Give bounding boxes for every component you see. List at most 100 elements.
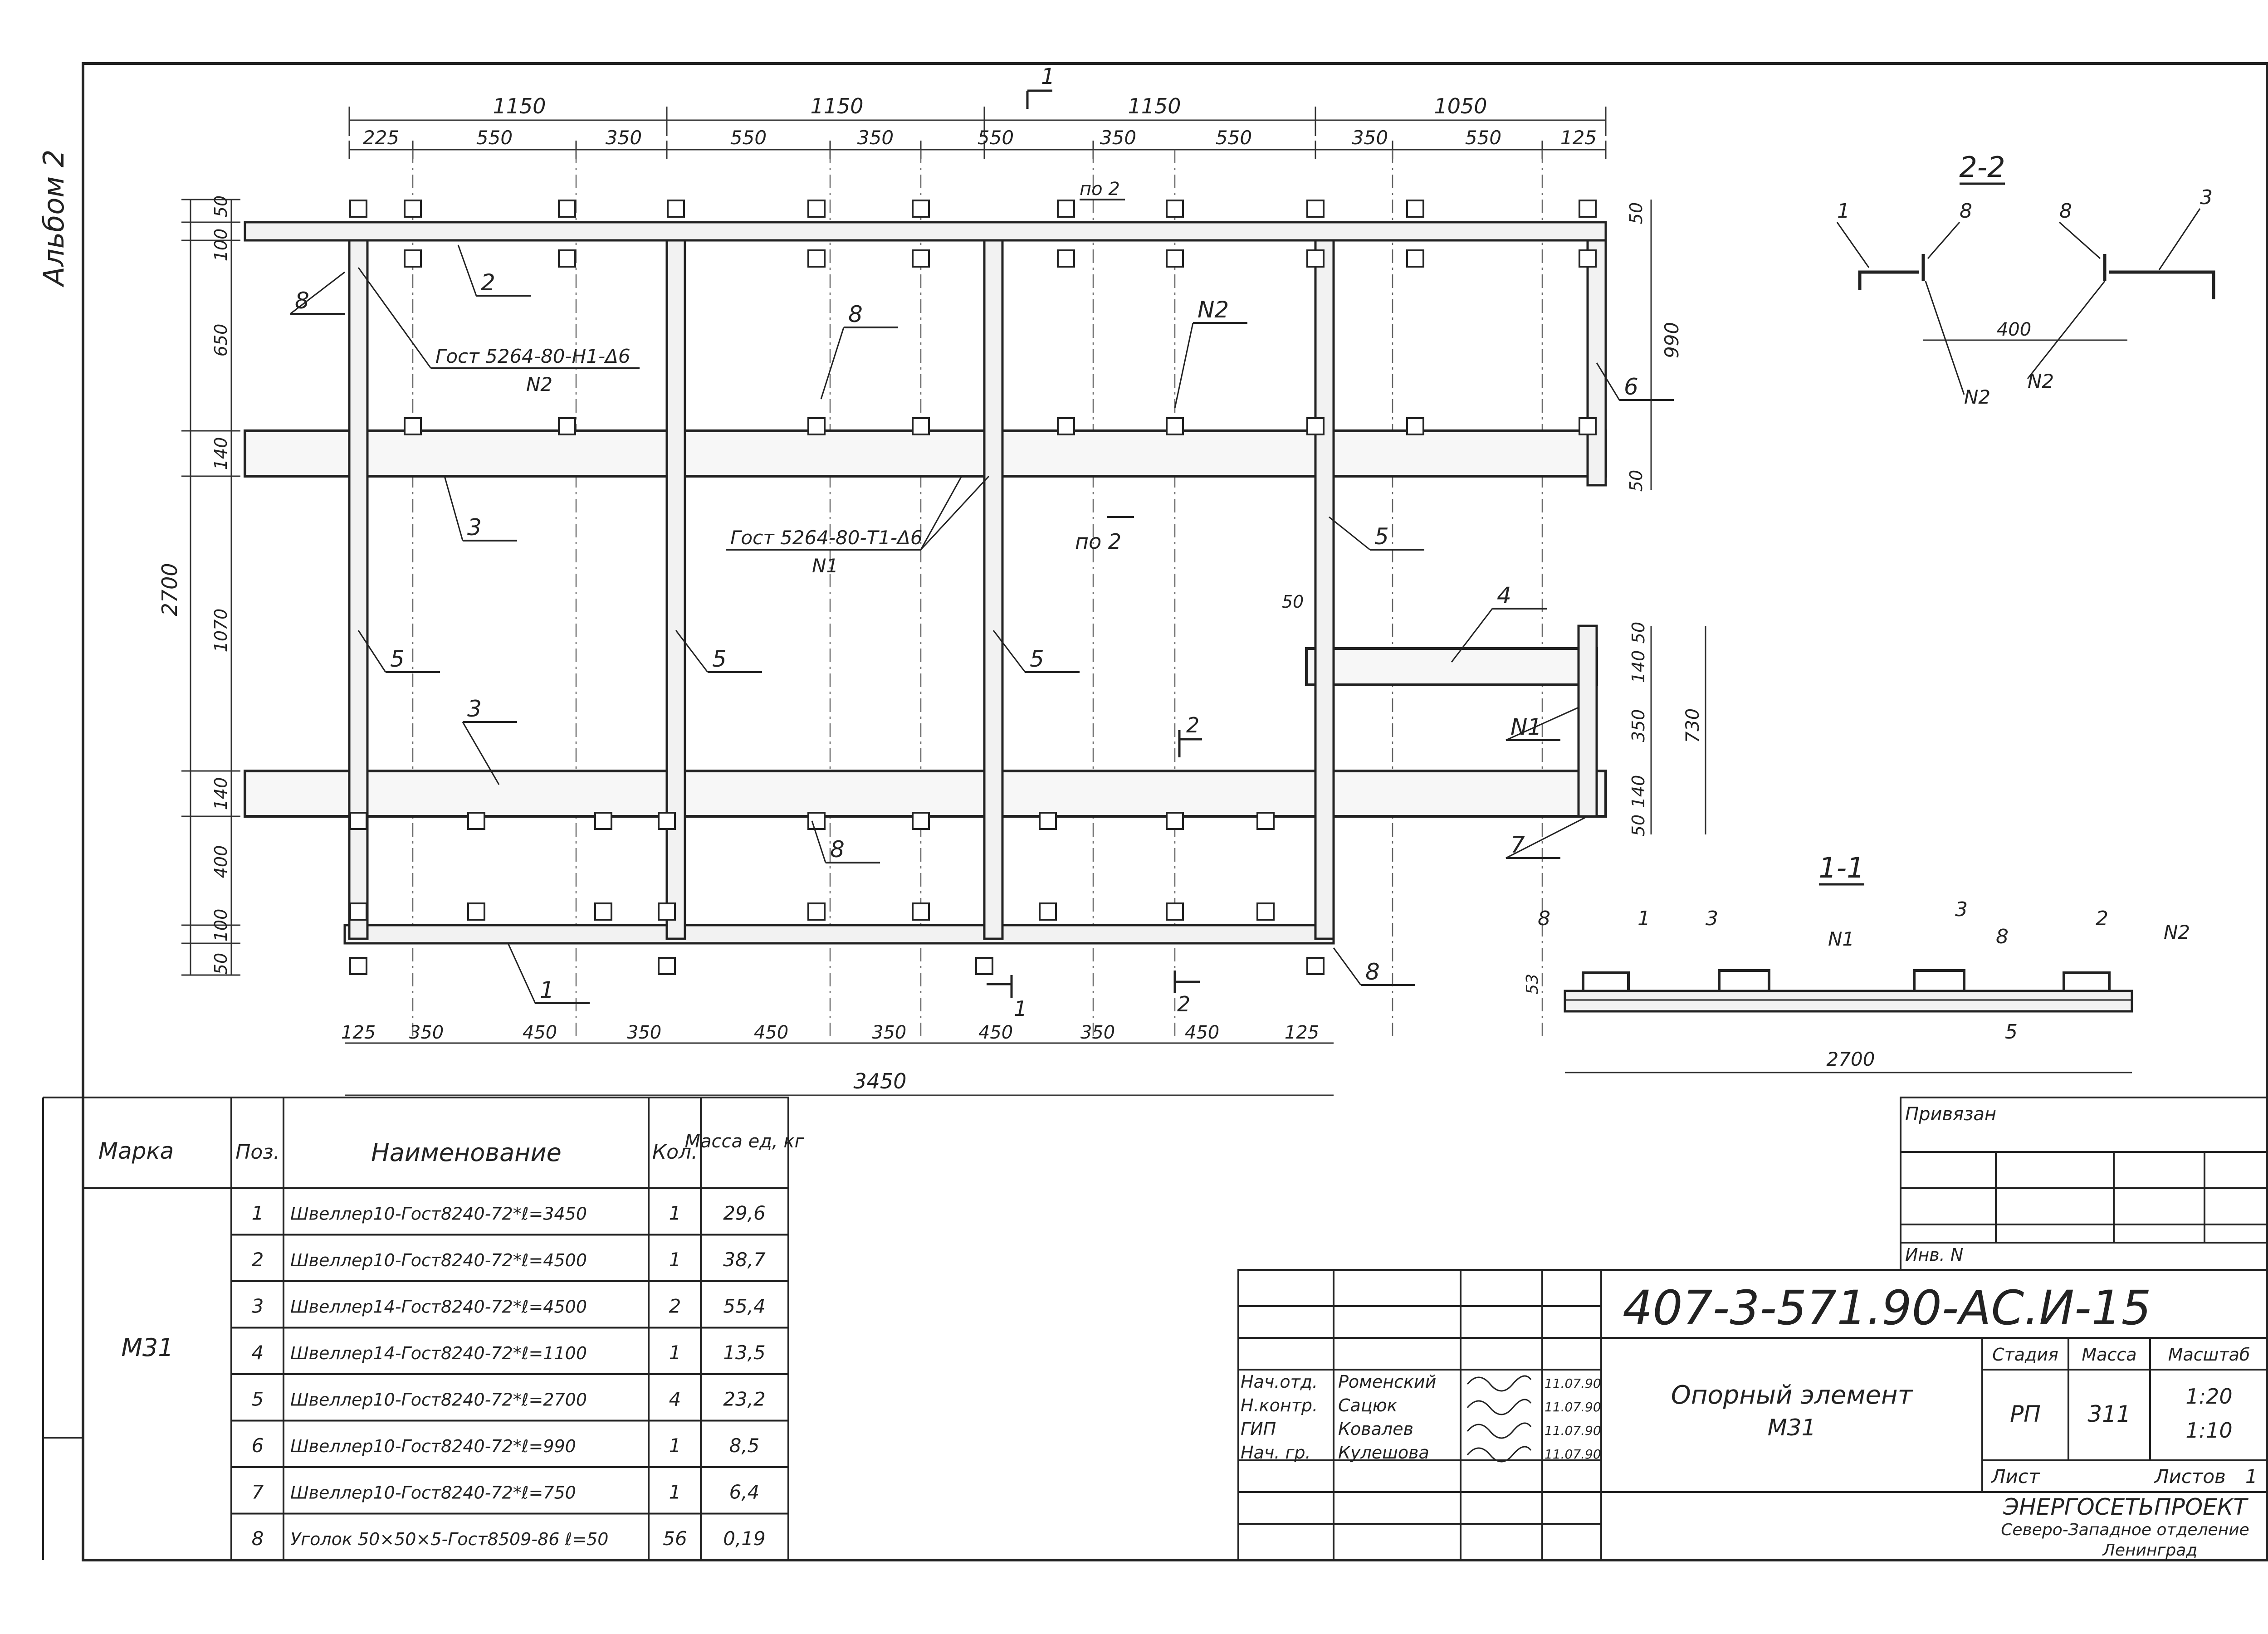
callout-p4-leader bbox=[1451, 608, 1493, 663]
spec-row-qty: 1 bbox=[669, 1434, 681, 1457]
angle-pos8-31 bbox=[467, 812, 485, 830]
scale-value-2: 1:10 bbox=[2185, 1418, 2232, 1443]
angle-pos8-6 bbox=[1057, 200, 1075, 218]
section-22-label-3: 3 bbox=[2200, 186, 2213, 209]
angle-pos8-13 bbox=[558, 249, 576, 268]
callout-n1a-leader bbox=[1505, 707, 1579, 741]
section-1-label-top: 1 bbox=[1041, 64, 1055, 89]
channel-pos3-top bbox=[244, 429, 1607, 478]
angle-pos8-42 bbox=[1039, 902, 1057, 921]
spec-row-name: Швеллер10-Гост8240-72*ℓ=750 bbox=[290, 1483, 576, 1503]
callout-p4: 4 bbox=[1497, 582, 1511, 609]
spec-row-qty: 1 bbox=[669, 1202, 681, 1224]
dim-top-d1: 225 bbox=[363, 127, 399, 149]
channel-pos5-d bbox=[1314, 239, 1335, 940]
spec-header-name: Наименование bbox=[371, 1138, 562, 1167]
dim-top-d10: 550 bbox=[1465, 127, 1501, 149]
angle-pos8-38 bbox=[807, 902, 826, 921]
angle-pos8-22 bbox=[1166, 417, 1184, 435]
channel-pos7 bbox=[1577, 624, 1598, 818]
angle-pos8-12 bbox=[404, 417, 422, 435]
section-11-label-n1: N1 bbox=[1828, 928, 1854, 950]
angle-pos8-43 bbox=[1166, 812, 1184, 830]
callout-p8c: 8 bbox=[830, 836, 845, 863]
angle-pos8-23 bbox=[1306, 249, 1325, 268]
callout-p3b: 3 bbox=[467, 696, 482, 722]
signer-role: Нач.отд. bbox=[1241, 1372, 1318, 1392]
spec-row-pos: 5 bbox=[252, 1388, 264, 1410]
angle-pos8-45 bbox=[1256, 812, 1275, 830]
sheets-header: Листов bbox=[2154, 1465, 2226, 1488]
angle-pos8-36 bbox=[658, 902, 676, 921]
callout-p5a: 5 bbox=[390, 646, 405, 672]
signer-name: Сацюк bbox=[1338, 1395, 1398, 1415]
stage-header: Стадия bbox=[1992, 1345, 2058, 1365]
angle-pos8-10 bbox=[1579, 200, 1597, 218]
dim-top-overall-4: 1050 bbox=[1434, 94, 1487, 118]
callout-n2a: N2 bbox=[1198, 297, 1229, 323]
section-2-label-mid: 2 bbox=[1186, 713, 1199, 737]
channel-pos4 bbox=[1305, 647, 1598, 686]
dim-bottom-d10: 125 bbox=[1285, 1022, 1319, 1043]
dim-left-2: 100 bbox=[211, 229, 231, 262]
dim-left-8: 100 bbox=[211, 909, 231, 942]
mass-value: 311 bbox=[2087, 1401, 2131, 1427]
angle-pos8-50 bbox=[1306, 957, 1325, 975]
section-11-label-n2: N2 bbox=[2164, 921, 2190, 943]
dim-top-overall-3: 1150 bbox=[1128, 94, 1181, 118]
sheet-frame bbox=[82, 62, 2268, 1561]
section-2-2: 2-2 400 1 8 8 3 N2 N2 bbox=[1836, 151, 2215, 408]
section-22-leader-8b bbox=[2059, 221, 2101, 259]
angle-pos8-8 bbox=[1306, 200, 1325, 218]
section-11-dim: 2700 bbox=[1827, 1048, 1875, 1070]
spec-row-mass: 0,19 bbox=[723, 1527, 766, 1550]
section-11-label-8a: 8 bbox=[1538, 907, 1550, 930]
section-22-leader-3 bbox=[2158, 208, 2201, 270]
scale-value-1: 1:20 bbox=[2185, 1384, 2232, 1409]
plan-view: 1150 1150 1150 1050 225 550 350 550 350 … bbox=[157, 64, 1706, 1096]
section-11-label-3b: 3 bbox=[1955, 898, 1968, 921]
dim-right-l6: 50 bbox=[1628, 815, 1648, 836]
spec-row-name: Швеллер10-Гост8240-72*ℓ=3450 bbox=[290, 1204, 587, 1224]
dim-right-l4: 730 bbox=[1682, 708, 1703, 743]
privyazan-label: Привязан bbox=[1905, 1104, 1996, 1125]
spec-row-pos: 1 bbox=[252, 1202, 264, 1224]
spec-header-mass: Масса ед, кг bbox=[684, 1131, 804, 1152]
dim-bottom-d6: 350 bbox=[872, 1022, 906, 1043]
section-1-label-bottom: 1 bbox=[1014, 996, 1027, 1021]
dim-right-u3: 50 bbox=[1626, 470, 1646, 492]
section-11-dim-h: 53 bbox=[1523, 974, 1542, 995]
section-22-label-n2a: N2 bbox=[1964, 386, 1990, 408]
dim-bottom-d2: 350 bbox=[409, 1022, 444, 1043]
angle-pos8-37 bbox=[807, 812, 826, 830]
signer-role: Н.контр. bbox=[1241, 1395, 1318, 1415]
spec-header-mark: Марка bbox=[98, 1138, 174, 1164]
section-11-channel-3a bbox=[1718, 969, 1770, 991]
weld-note-mid-num: N1 bbox=[812, 555, 838, 577]
section-11-channel-3b bbox=[1913, 969, 1965, 991]
section-1-1: 1-1 2700 53 8 1 3 N1 3 8 2 N2 5 bbox=[1523, 851, 2190, 1073]
angle-pos8-27 bbox=[1579, 249, 1597, 268]
dim-top-d2: 550 bbox=[476, 127, 513, 149]
section-22-leader-1 bbox=[1836, 222, 1870, 268]
section-11-label-2: 2 bbox=[2096, 907, 2108, 930]
spec-row-mass: 29,6 bbox=[723, 1202, 766, 1224]
callout-p5d-leader bbox=[1329, 516, 1370, 551]
drawing-code: 407-3-571.90-АС.И-15 bbox=[1623, 1280, 2151, 1336]
dim-left-9: 50 bbox=[211, 953, 231, 975]
section-11-channel-2 bbox=[2063, 971, 2111, 991]
angle-pos8-48 bbox=[658, 957, 676, 975]
spec-row-qty: 56 bbox=[663, 1527, 687, 1550]
dim-bottom-d1: 125 bbox=[341, 1022, 376, 1043]
sheets-value: 1 bbox=[2245, 1465, 2258, 1488]
spec-row-mass: 8,5 bbox=[729, 1434, 760, 1457]
callout-p5c: 5 bbox=[1030, 646, 1044, 672]
dim-top-d8: 550 bbox=[1216, 127, 1252, 149]
angle-pos8-4 bbox=[807, 200, 826, 218]
weld-note-mid-leader-2 bbox=[920, 476, 963, 550]
section-11-channel-1 bbox=[1582, 971, 1630, 991]
dim-bottom-d9: 450 bbox=[1185, 1022, 1219, 1043]
callout-p8d: 8 bbox=[1365, 959, 1380, 985]
dim-right-l1: 50 bbox=[1628, 622, 1648, 644]
